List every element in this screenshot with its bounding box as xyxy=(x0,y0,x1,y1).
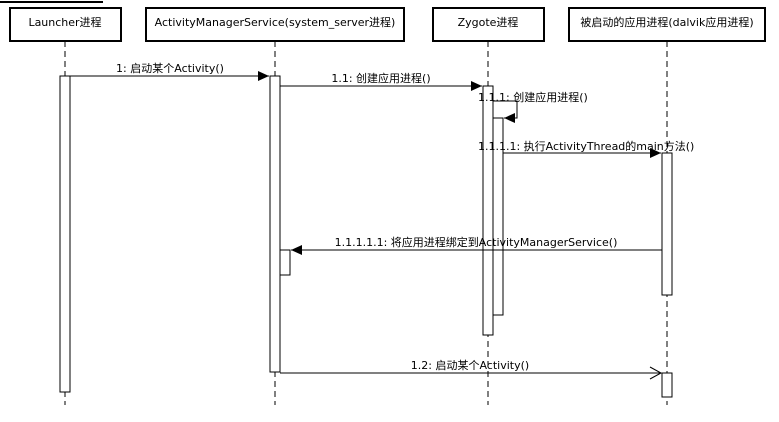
participant-label-ams: ActivityManagerService(system_server进程) xyxy=(155,16,396,29)
participant-app: 被启动的应用进程(dalvik应用进程) xyxy=(568,7,766,42)
participant-ams: ActivityManagerService(system_server进程) xyxy=(145,7,405,42)
participant-zygote: Zygote进程 xyxy=(432,7,545,42)
message-1-1-1-1-label: 1.1.1.1: 执行ActivityThread的main方法() xyxy=(478,139,694,153)
activation-app xyxy=(661,152,673,296)
activation-app-second xyxy=(661,372,673,398)
activation-ams xyxy=(269,75,281,373)
message-1-1-1-label: 1.1.1: 创建应用进程() xyxy=(478,90,588,104)
participant-label-app: 被启动的应用进程(dalvik应用进程) xyxy=(580,15,753,29)
message-1-1-1-arrow xyxy=(493,100,518,123)
message-1-1-label: 1.1: 创建应用进程() xyxy=(331,71,430,85)
message-1-2: 1.2: 启动某个Activity() xyxy=(280,359,663,380)
activation-zygote-nested xyxy=(492,117,504,316)
message-1-2-arrowhead xyxy=(649,366,663,380)
message-1-1: 1.1: 创建应用进程() xyxy=(280,71,482,91)
activation-zygote xyxy=(482,85,494,336)
message-1-1-1-1: 1.1.1.1: 执行ActivityThread的main方法() xyxy=(478,139,694,158)
message-1-1-1-1-1-label: 1.1.1.1.1: 将应用进程绑定到ActivityManagerServic… xyxy=(335,235,618,249)
message-1: 1: 启动某个Activity() xyxy=(70,62,269,81)
message-1-label: 1: 启动某个Activity() xyxy=(116,62,224,75)
activation-launcher xyxy=(59,75,71,393)
participant-launcher: Launcher进程 xyxy=(9,7,122,42)
message-1-1-1: 1.1.1: 创建应用进程() xyxy=(478,90,588,123)
message-1-2-label: 1.2: 启动某个Activity() xyxy=(411,359,529,372)
participant-label-launcher: Launcher进程 xyxy=(28,16,101,29)
participant-label-zygote: Zygote进程 xyxy=(458,16,519,29)
activation-ams-nested xyxy=(279,249,291,276)
message-1-1-1-1-1: 1.1.1.1.1: 将应用进程绑定到ActivityManagerServic… xyxy=(291,235,662,255)
